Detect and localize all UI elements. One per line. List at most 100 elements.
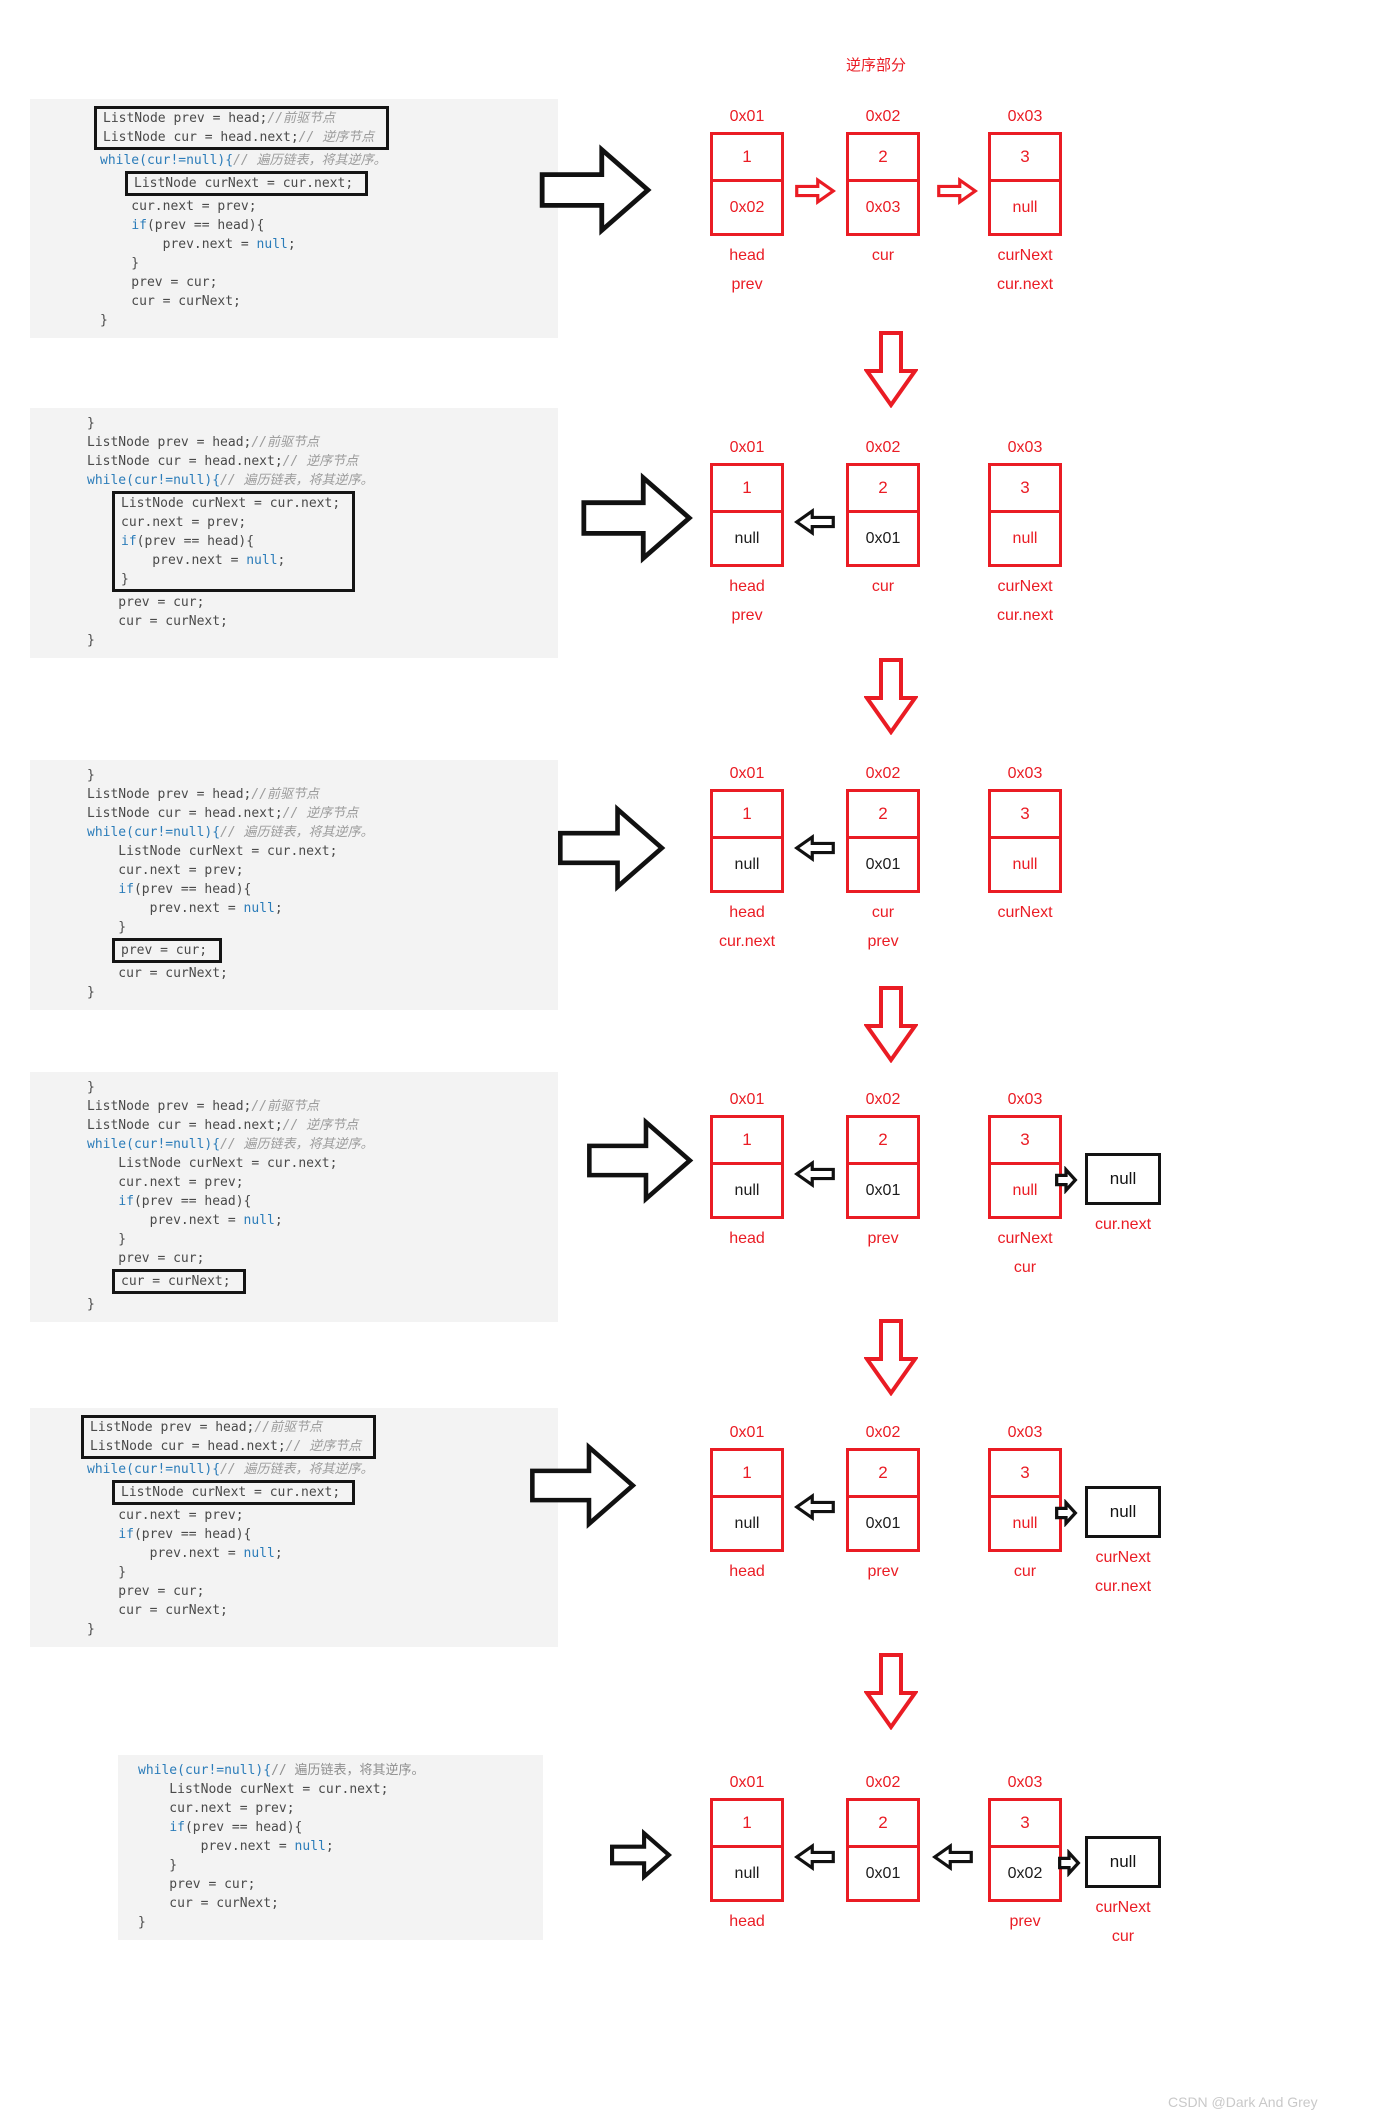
reversed-pointer-arrow-icon [932, 1842, 973, 1872]
node-next-pointer: null [734, 1514, 760, 1532]
null-pointer-arrow-icon [1058, 1849, 1081, 1877]
null-box: null curNext cur.next [1085, 1486, 1161, 1596]
list-node: 0x02 2 0x01 cur [846, 439, 920, 607]
step-down-arrow-icon [864, 1319, 918, 1396]
node-value: 3 [991, 135, 1059, 182]
reversed-pointer-arrow-icon [794, 507, 835, 537]
list-node: 0x03 3 null curNext cur.next [988, 108, 1062, 294]
node-value: 3 [991, 1118, 1059, 1165]
node-address: 0x01 [729, 1774, 765, 1791]
node-value: 3 [991, 466, 1059, 513]
node-label: head [729, 247, 765, 264]
node-box: 2 0x01 [846, 1448, 920, 1552]
node-value: 1 [713, 792, 781, 839]
node-next-pointer: 0x03 [865, 198, 901, 216]
step-down-arrow-icon [864, 658, 918, 735]
null-box: null cur.next [1085, 1153, 1161, 1245]
null-pointer-arrow-icon [1055, 1166, 1078, 1194]
flow-arrow-icon [530, 1442, 637, 1529]
node-next-pointer: null [734, 1181, 760, 1199]
node-next-pointer: 0x02 [1007, 1864, 1043, 1882]
node-label: head [729, 1913, 765, 1930]
list-node: 0x01 1 0x02 head prev [710, 108, 784, 294]
node-label: curNext [1095, 1549, 1151, 1566]
node-address: 0x02 [865, 108, 901, 125]
node-label: cur [1013, 1259, 1037, 1276]
node-label: prev [867, 1563, 899, 1580]
node-address: 0x02 [865, 765, 901, 782]
node-box: 2 0x01 [846, 1798, 920, 1902]
node-address: 0x03 [1007, 1774, 1043, 1791]
node-label: cur [871, 578, 895, 595]
node-box: 1 null [710, 1115, 784, 1219]
node-box: 2 0x01 [846, 789, 920, 893]
flow-arrow-icon [539, 144, 652, 236]
node-next-pointer: null [734, 855, 760, 873]
list-node: 0x02 2 0x01 cur prev [846, 765, 920, 951]
node-label: curNext [997, 578, 1053, 595]
node-address: 0x01 [729, 1424, 765, 1441]
list-node: 0x01 1 null head [710, 1424, 784, 1592]
flow-arrow-icon [587, 1117, 694, 1204]
node-label: prev [867, 933, 899, 950]
reversed-pointer-arrow-icon [794, 833, 835, 863]
node-next-pointer: 0x02 [729, 198, 765, 216]
flow-arrow-icon [558, 804, 666, 892]
node-address: 0x02 [865, 1424, 901, 1441]
reversed-part-label: 逆序部分 [846, 57, 907, 74]
node-box: 1 null [710, 789, 784, 893]
node-address: 0x03 [1007, 1091, 1043, 1108]
node-value: 2 [849, 1118, 917, 1165]
list-node: 0x01 1 null head cur.next [710, 765, 784, 951]
node-box: 2 0x01 [846, 463, 920, 567]
node-value: 3 [991, 1801, 1059, 1848]
null-value: null [1085, 1153, 1161, 1205]
node-label: cur [871, 904, 895, 921]
list-node: 0x03 3 null curNext cur.next [988, 439, 1062, 625]
node-value: 1 [713, 1118, 781, 1165]
list-node: 0x02 2 0x03 cur [846, 108, 920, 276]
node-box: 3 null [988, 789, 1062, 893]
node-address: 0x01 [729, 439, 765, 456]
node-address: 0x03 [1007, 108, 1043, 125]
reversed-pointer-arrow-icon [794, 1842, 835, 1872]
node-box: 3 null [988, 132, 1062, 236]
node-next-pointer: 0x01 [865, 529, 901, 547]
next-pointer-arrow-icon [937, 176, 978, 206]
node-address: 0x01 [729, 765, 765, 782]
reversed-pointer-arrow-icon [794, 1159, 835, 1189]
reversed-pointer-arrow-icon [794, 1492, 835, 1522]
null-value: null [1085, 1836, 1161, 1888]
node-value: 1 [713, 135, 781, 182]
node-box: 2 0x01 [846, 1115, 920, 1219]
node-label: curNext [1095, 1899, 1151, 1916]
null-value: null [1085, 1486, 1161, 1538]
step-down-arrow-icon [864, 1653, 918, 1730]
node-box: 3 null [988, 1448, 1062, 1552]
node-value: 1 [713, 1451, 781, 1498]
node-box: 1 null [710, 463, 784, 567]
node-next-pointer: null [1012, 198, 1038, 216]
node-address: 0x01 [729, 108, 765, 125]
node-label: head [729, 578, 765, 595]
node-box: 2 0x03 [846, 132, 920, 236]
list-node: 0x02 2 0x01 [846, 1774, 920, 1913]
node-address: 0x02 [865, 1091, 901, 1108]
node-box: 1 null [710, 1448, 784, 1552]
node-box: 3 null [988, 463, 1062, 567]
list-node: 0x03 3 null curNext cur [988, 1091, 1062, 1277]
node-label: head [729, 1563, 765, 1580]
node-value: 1 [713, 1801, 781, 1848]
node-label: prev [1009, 1913, 1041, 1930]
node-next-pointer: 0x01 [865, 1514, 901, 1532]
node-label: curNext [997, 247, 1053, 264]
node-next-pointer: 0x01 [865, 1864, 901, 1882]
next-pointer-arrow-icon [795, 176, 836, 206]
node-address: 0x02 [865, 439, 901, 456]
node-address: 0x03 [1007, 1424, 1043, 1441]
node-box: 1 null [710, 1798, 784, 1902]
watermark: CSDN @Dark And Grey [1168, 2094, 1318, 2110]
